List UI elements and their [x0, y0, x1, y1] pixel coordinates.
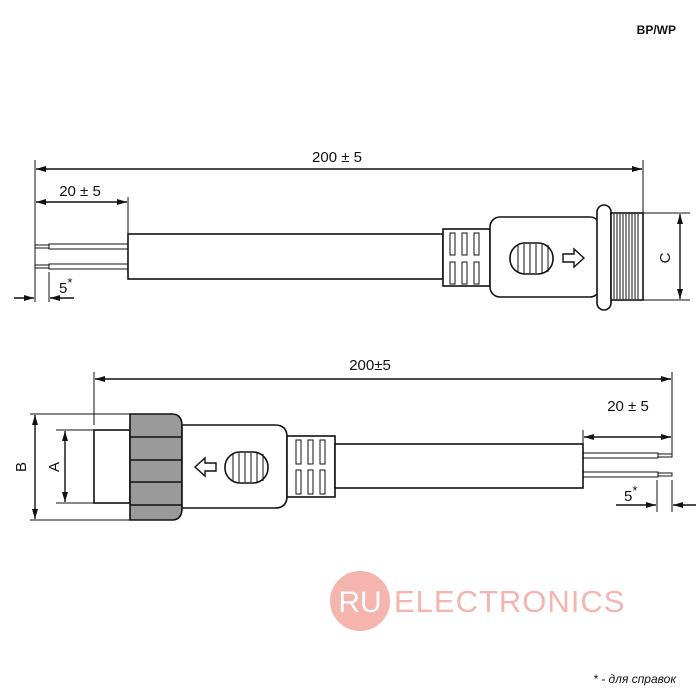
arrow-right-icon — [562, 247, 586, 269]
overall-length-label: 200 ± 5 — [312, 149, 362, 166]
svg-text:RU: RU — [338, 586, 381, 619]
top-view: 200 ± 5 20 ± 5 C — [14, 149, 690, 311]
cable-body — [334, 443, 584, 489]
diameter-b-label: B — [13, 462, 30, 472]
model-label: BP/WP — [637, 23, 676, 37]
ribbed-sleeve — [442, 228, 491, 287]
cable-body — [127, 233, 444, 280]
flange — [596, 204, 612, 311]
thread — [610, 212, 644, 301]
lead-wires — [582, 452, 673, 478]
mounting-nut — [129, 413, 183, 521]
watermark-logo: RU ELECTRONICS — [330, 571, 625, 631]
diameter-a-label: A — [46, 462, 63, 472]
lead-wires — [34, 243, 129, 270]
arrow-left-icon — [193, 456, 217, 478]
footnote: * - для справок — [593, 672, 677, 686]
strip-length-label: 5* — [624, 483, 637, 505]
lead-length-label: 20 ± 5 — [59, 183, 101, 200]
diameter-c-label: C — [657, 252, 674, 263]
ribbed-sleeve — [286, 435, 336, 498]
slider-knob — [509, 242, 554, 275]
strip-length-label: 5* — [59, 275, 72, 297]
lens — [93, 429, 131, 504]
slider-knob — [224, 451, 269, 484]
lead-length-label: 20 ± 5 — [607, 398, 649, 415]
bottom-view: 200±5 B A 2 — [13, 357, 696, 521]
overall-length-label: 200±5 — [349, 357, 391, 374]
svg-text:ELECTRONICS: ELECTRONICS — [394, 584, 625, 619]
